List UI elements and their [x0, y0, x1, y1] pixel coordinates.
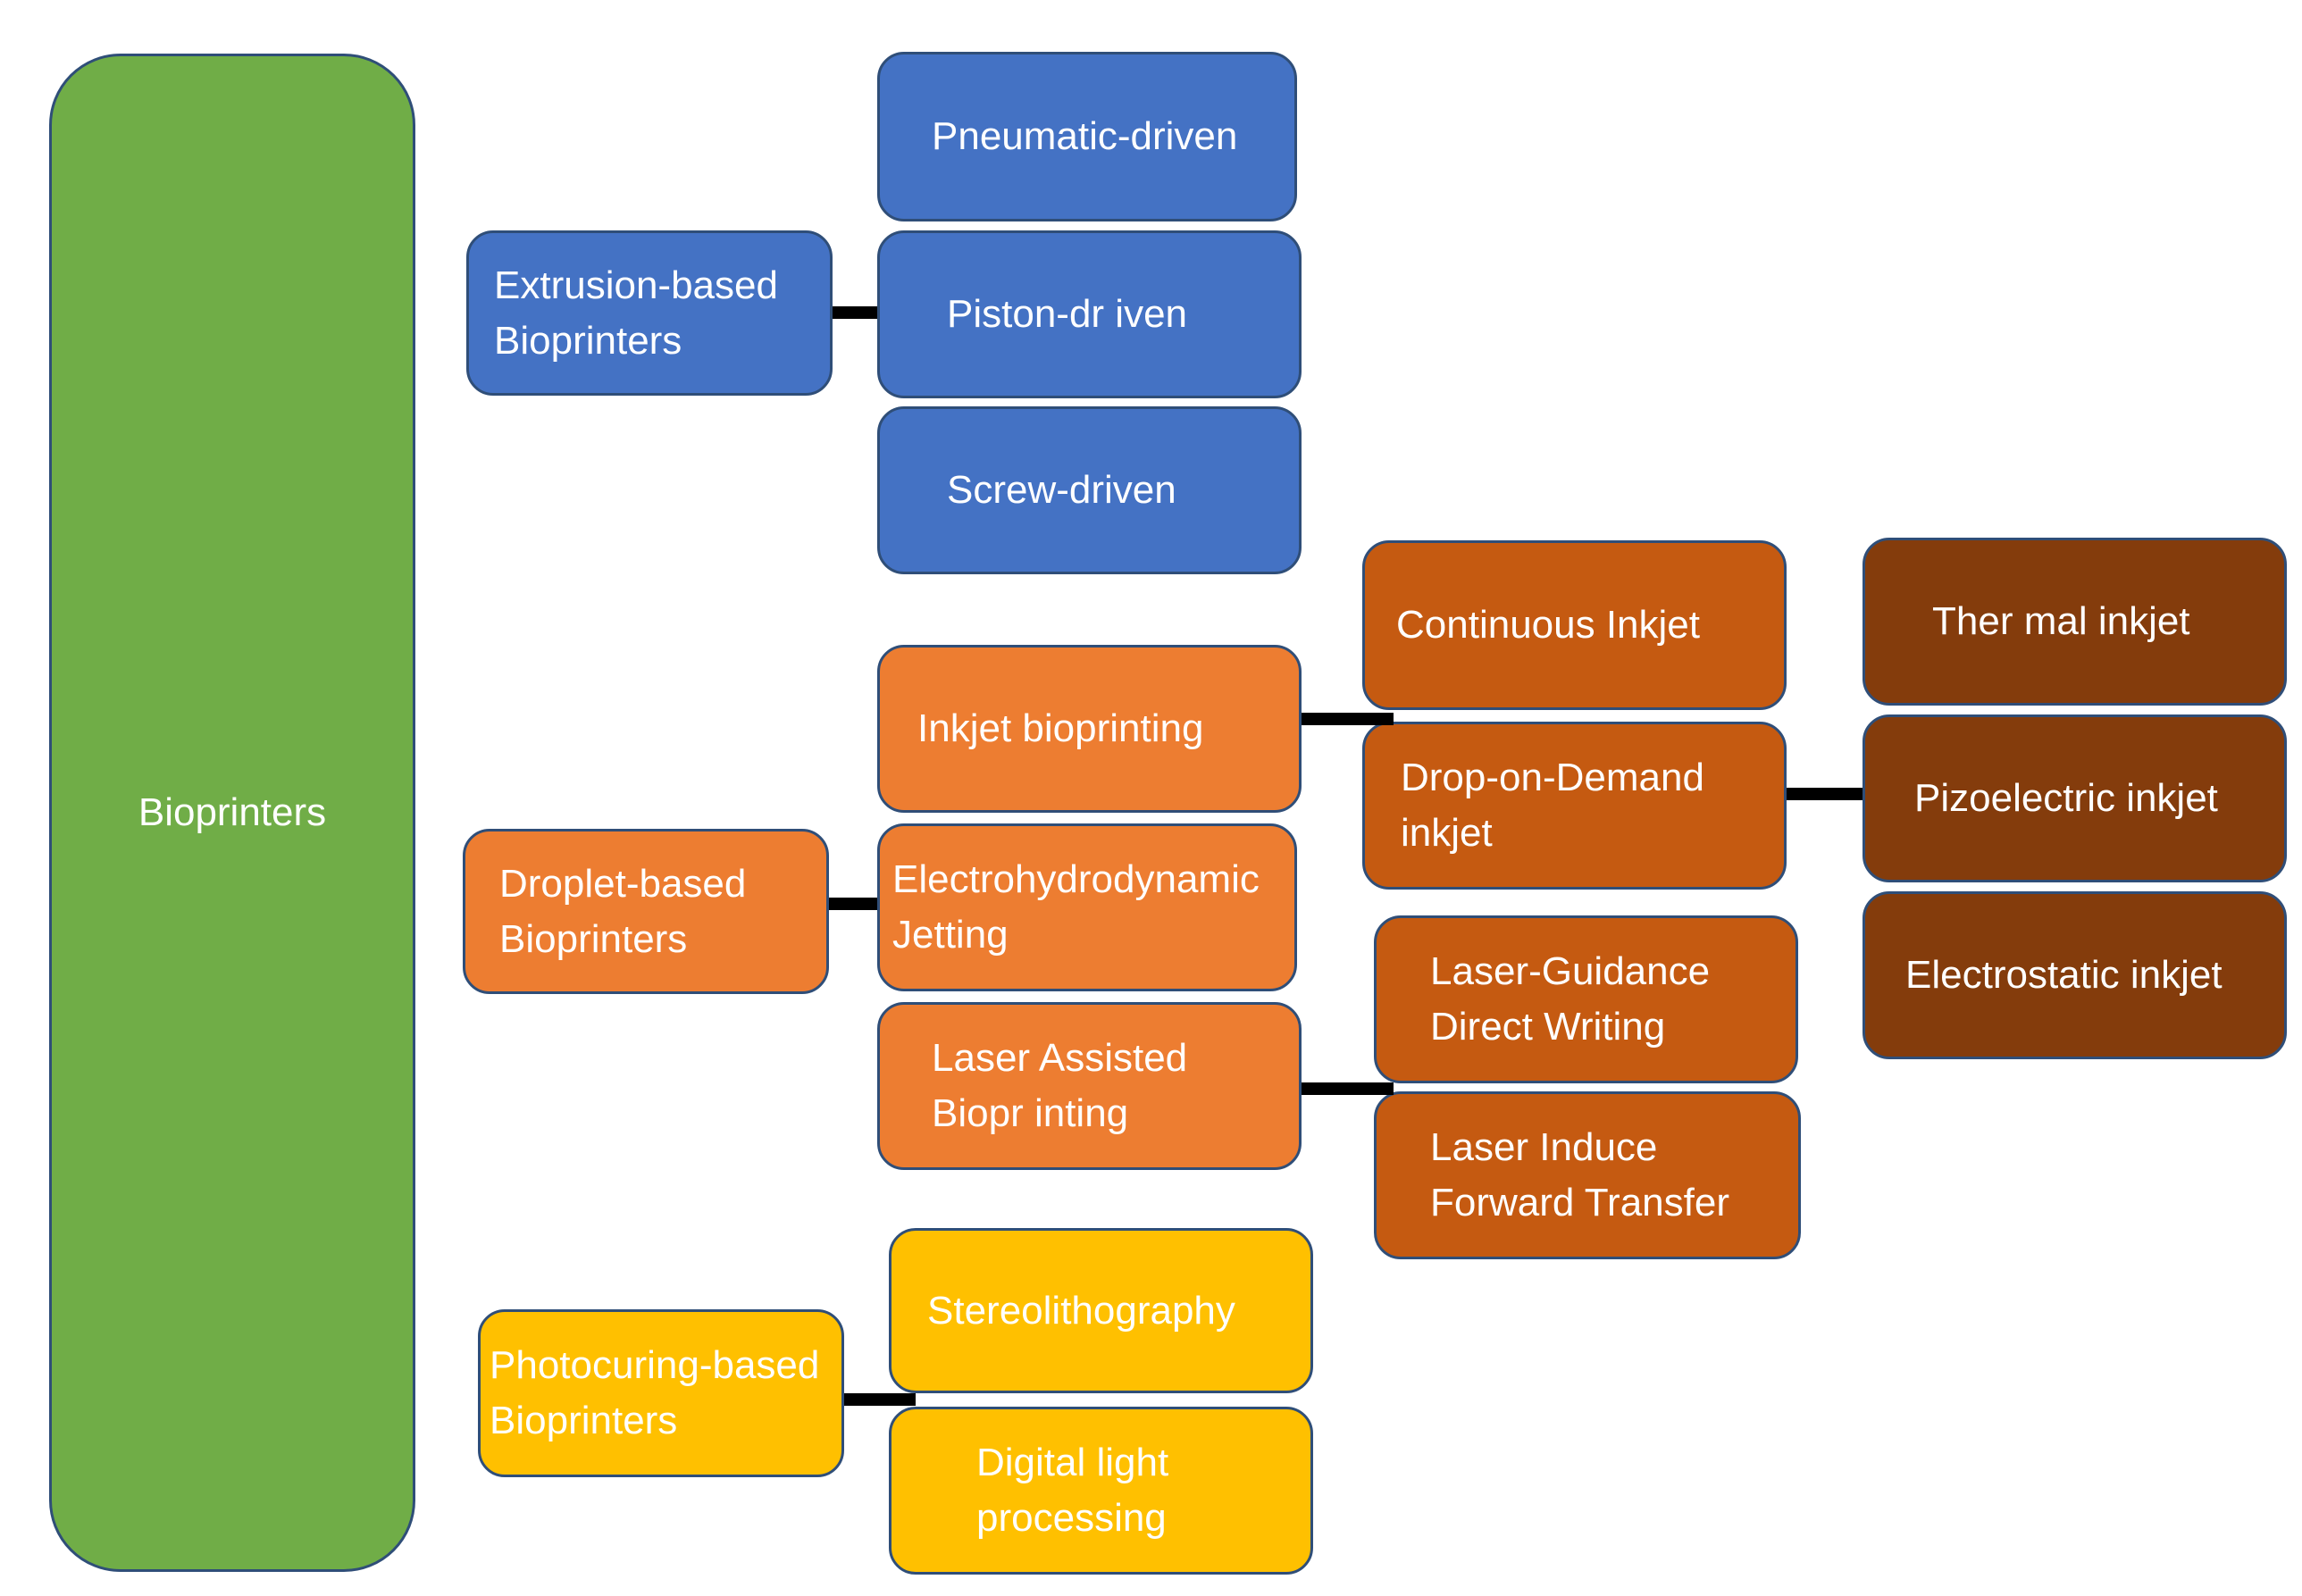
connector-inkjet — [1302, 713, 1394, 725]
node-digital-light-processing: Digital light processing — [889, 1407, 1313, 1575]
node-label: Ther mal inkjet — [1932, 599, 2190, 643]
node-electrostatic-inkjet: Electrostatic inkjet — [1863, 891, 2287, 1059]
node-label: Droplet-based Bioprinters — [499, 861, 747, 961]
node-label: Photocuring-based Bioprinters — [490, 1343, 820, 1442]
node-piezoelectric-inkjet: Pizoelectric inkjet — [1863, 714, 2287, 882]
node-electrohydrodynamic-jetting: Electrohydrodynamic Jetting — [877, 823, 1297, 991]
node-inkjet-bioprinting: Inkjet bioprinting — [877, 645, 1302, 813]
node-label: Stereolithography — [927, 1288, 1235, 1333]
node-droplet-based: Droplet-based Bioprinters — [463, 829, 829, 994]
node-label: Pneumatic-driven — [932, 114, 1238, 158]
node-label: Laser Induce Forward Transfer — [1430, 1125, 1729, 1224]
node-label: Laser-Guidance Direct Writing — [1430, 949, 1711, 1049]
node-label: Bioprinters — [138, 790, 327, 834]
node-laser-assisted-bioprinting: Laser Assisted Biopr inting — [877, 1002, 1302, 1170]
connector-drop-on-demand — [1787, 788, 1863, 800]
node-label: Electrostatic inkjet — [1905, 953, 2222, 997]
node-laser-guidance-direct-writing: Laser-Guidance Direct Writing — [1374, 915, 1798, 1083]
node-screw-driven: Screw-driven — [877, 406, 1302, 574]
node-label: Continuous Inkjet — [1396, 603, 1700, 647]
node-piston-driven: Piston-dr iven — [877, 230, 1302, 398]
node-laser-induced-forward-transfer: Laser Induce Forward Transfer — [1374, 1091, 1801, 1259]
node-label: Digital light processing — [976, 1441, 1169, 1540]
node-continuous-inkjet: Continuous Inkjet — [1362, 540, 1787, 710]
node-label: Extrusion-based Bioprinters — [494, 263, 778, 363]
node-label: Laser Assisted Biopr inting — [932, 1036, 1188, 1135]
node-photocuring-based: Photocuring-based Bioprinters — [478, 1309, 844, 1477]
connector-extrusion — [833, 306, 877, 319]
node-extrusion-based: Extrusion-based Bioprinters — [466, 230, 833, 396]
node-label: Inkjet bioprinting — [917, 706, 1204, 750]
node-bioprinters: Bioprinters — [49, 54, 415, 1572]
connector-droplet — [829, 898, 877, 910]
connector-photocuring — [844, 1393, 916, 1406]
node-label: Pizoelectric inkjet — [1914, 776, 2218, 820]
node-thermal-inkjet: Ther mal inkjet — [1863, 538, 2287, 706]
node-pneumatic-driven: Pneumatic-driven — [877, 52, 1297, 221]
node-label: Drop-on-Demand inkjet — [1401, 756, 1704, 855]
connector-laser — [1302, 1082, 1394, 1095]
node-drop-on-demand-inkjet: Drop-on-Demand inkjet — [1362, 722, 1787, 890]
node-label: Electrohydrodynamic Jetting — [892, 857, 1260, 957]
node-stereolithography: Stereolithography — [889, 1228, 1313, 1393]
node-label: Piston-dr iven — [947, 292, 1188, 336]
node-label: Screw-driven — [947, 468, 1176, 512]
